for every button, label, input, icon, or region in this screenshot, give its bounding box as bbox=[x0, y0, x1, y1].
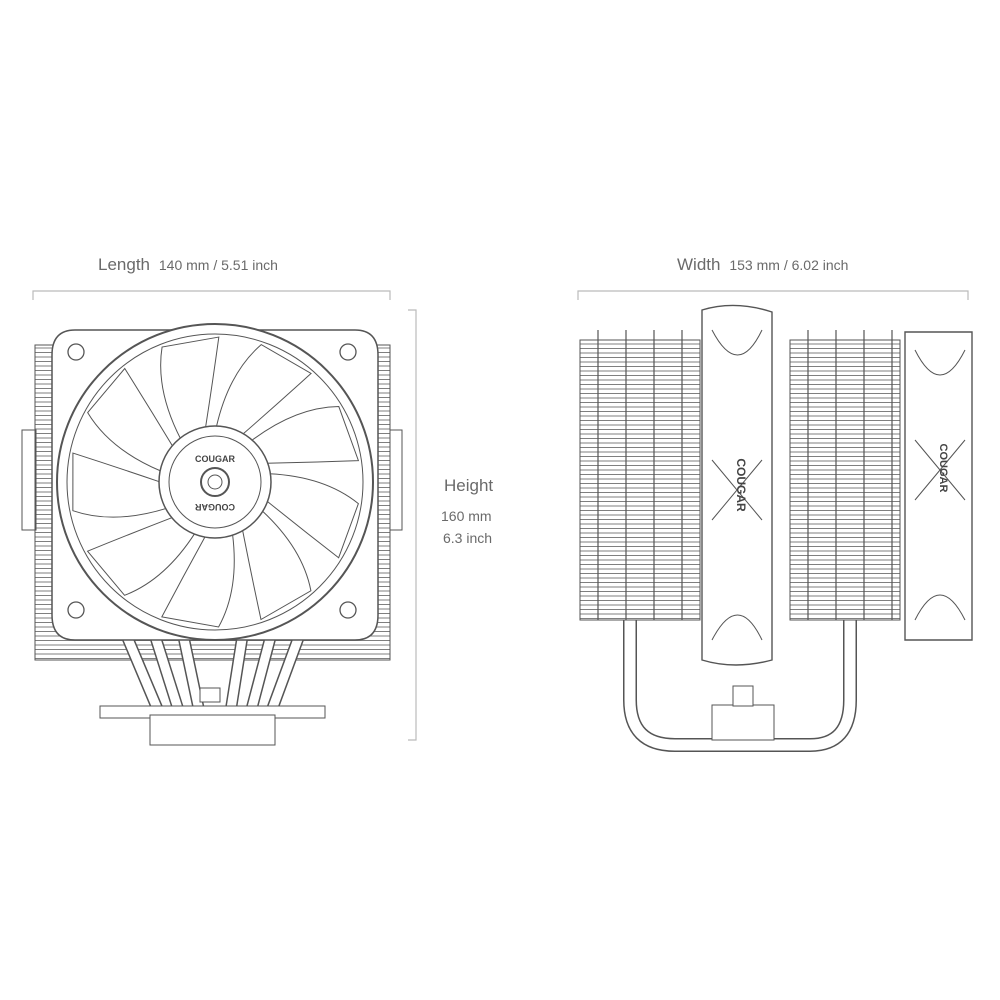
side-base bbox=[711, 704, 775, 741]
side-fan-right-logo: COUGAR bbox=[937, 444, 949, 493]
corner-screw-icon bbox=[339, 343, 357, 361]
base-plate bbox=[149, 714, 276, 746]
side-fan-logo: COUGAR bbox=[734, 458, 748, 512]
height-mm: 160 mm bbox=[441, 508, 492, 524]
hub-center bbox=[200, 467, 230, 497]
dimension-lines bbox=[32, 290, 969, 741]
hub-logo-bottom: COUGAR bbox=[195, 502, 235, 512]
fan-corner-screws bbox=[67, 343, 357, 619]
hub-bolt bbox=[207, 474, 223, 490]
fan-blade bbox=[86, 516, 196, 596]
fan-blade bbox=[161, 533, 235, 628]
width-dimension-line bbox=[577, 290, 969, 300]
screw bbox=[199, 687, 221, 703]
corner-screw-icon bbox=[67, 601, 85, 619]
side-heatpipes bbox=[623, 600, 857, 752]
corner-screw-icon bbox=[339, 601, 357, 619]
front-view: COUGAR COUGAR bbox=[21, 323, 403, 746]
fan-blade bbox=[87, 367, 174, 472]
height-title: Height bbox=[444, 476, 494, 495]
fan-ring-inner bbox=[66, 333, 364, 631]
length-value: 140 mm / 5.51 inch bbox=[158, 257, 278, 273]
right-clip bbox=[389, 429, 403, 531]
width-value: 153 mm / 6.02 inch bbox=[729, 257, 849, 273]
side-fan-middle: COUGAR bbox=[701, 304, 773, 666]
side-screw bbox=[732, 685, 754, 707]
height-dimension-line bbox=[408, 309, 417, 741]
fan-hub bbox=[158, 425, 272, 539]
hub-inner bbox=[168, 435, 262, 529]
fan-blade bbox=[160, 336, 220, 440]
left-clip bbox=[21, 429, 37, 531]
width-label: Width 153 mm / 6.02 inch bbox=[677, 255, 848, 275]
fan-blade bbox=[215, 343, 312, 435]
width-title: Width bbox=[677, 255, 721, 274]
fan-blade bbox=[241, 509, 312, 621]
fan-blade bbox=[250, 405, 360, 464]
length-title: Length bbox=[98, 255, 150, 274]
hub-logo-top: COUGAR bbox=[195, 454, 235, 464]
side-heatsink-fins bbox=[579, 330, 901, 621]
length-dimension-line bbox=[32, 290, 391, 300]
fan-blades bbox=[72, 336, 360, 628]
fan-blade bbox=[72, 452, 168, 518]
length-label: Length 140 mm / 5.51 inch bbox=[98, 255, 278, 275]
side-view: COUGAR COUGAR bbox=[579, 304, 973, 752]
height-inch: 6.3 inch bbox=[443, 530, 493, 546]
side-fan-right: COUGAR bbox=[904, 331, 973, 641]
corner-screw-icon bbox=[67, 343, 85, 361]
fan-blade bbox=[266, 473, 359, 559]
